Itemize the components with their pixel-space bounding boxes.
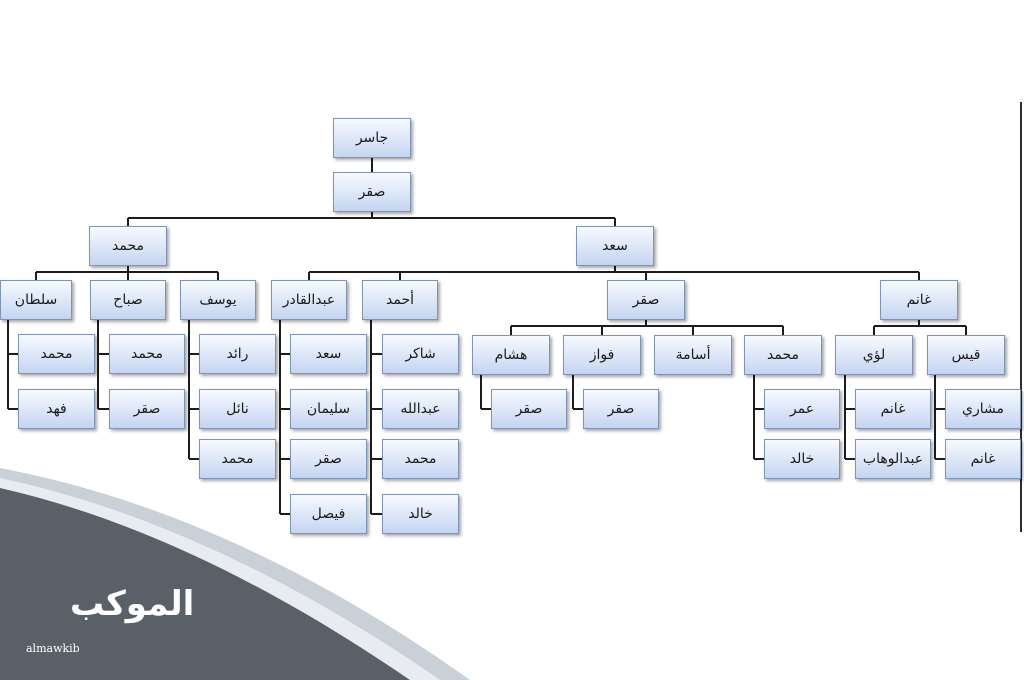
leaf-luai-1: غانم — [855, 389, 931, 429]
leaf-sabah-1: محمد — [109, 334, 185, 374]
node-hisham: هشام — [472, 335, 550, 375]
leaf-hisham-1: صقر — [491, 389, 567, 429]
node-branch-mohammed: محمد — [89, 226, 167, 266]
leaf-sultan-2: فهد — [18, 389, 95, 429]
leaf-yousef-1: رائد — [199, 334, 276, 374]
leaf-ahmed-1: شاكر — [382, 334, 459, 374]
node-ghanem: غانم — [880, 280, 958, 320]
leaf-yousef-3: محمد — [199, 439, 276, 479]
leaf-abdulqader-3: صقر — [290, 439, 367, 479]
leaf-ahmed-4: خالد — [382, 494, 459, 534]
node-fawwaz: فواز — [563, 335, 641, 375]
node-sultan: سلطان — [0, 280, 72, 320]
leaf-saqr-mohammed-2: خالد — [764, 439, 840, 479]
leaf-abdulqader-1: سعد — [290, 334, 367, 374]
leaf-fawwaz-1: صقر — [583, 389, 659, 429]
node-qais: قيس — [927, 335, 1005, 375]
brand-logo-text: الموكب — [70, 584, 195, 624]
node-yousef: يوسف — [180, 280, 256, 320]
brand-latin-text: almawkib — [26, 642, 80, 655]
leaf-sabah-2: صقر — [109, 389, 185, 429]
node-sabah: صباح — [90, 280, 166, 320]
leaf-abdulqader-4: فيصل — [290, 494, 367, 534]
node-abdulqader: عبدالقادر — [271, 280, 347, 320]
node-branch-saad: سعد — [576, 226, 654, 266]
leaf-luai-2: عبدالوهاب — [855, 439, 931, 479]
node-osama: أسامة — [654, 335, 732, 375]
node-luai: لؤي — [835, 335, 913, 375]
node-saqr: صقر — [607, 280, 685, 320]
node-root: جاسر — [333, 118, 411, 158]
leaf-yousef-2: نائل — [199, 389, 276, 429]
leaf-saqr-mohammed-1: عمر — [764, 389, 840, 429]
leaf-qais-2: غانم — [945, 439, 1021, 479]
node-root-child: صقر — [333, 172, 411, 212]
leaf-qais-1: مشاري — [945, 389, 1021, 429]
leaf-abdulqader-2: سليمان — [290, 389, 367, 429]
leaf-ahmed-2: عبدالله — [382, 389, 459, 429]
right-edge-rule — [1020, 102, 1022, 532]
node-saqr-mohammed: محمد — [744, 335, 822, 375]
node-ahmed: أحمد — [362, 280, 438, 320]
leaf-sultan-1: محمد — [18, 334, 95, 374]
leaf-ahmed-3: محمد — [382, 439, 459, 479]
